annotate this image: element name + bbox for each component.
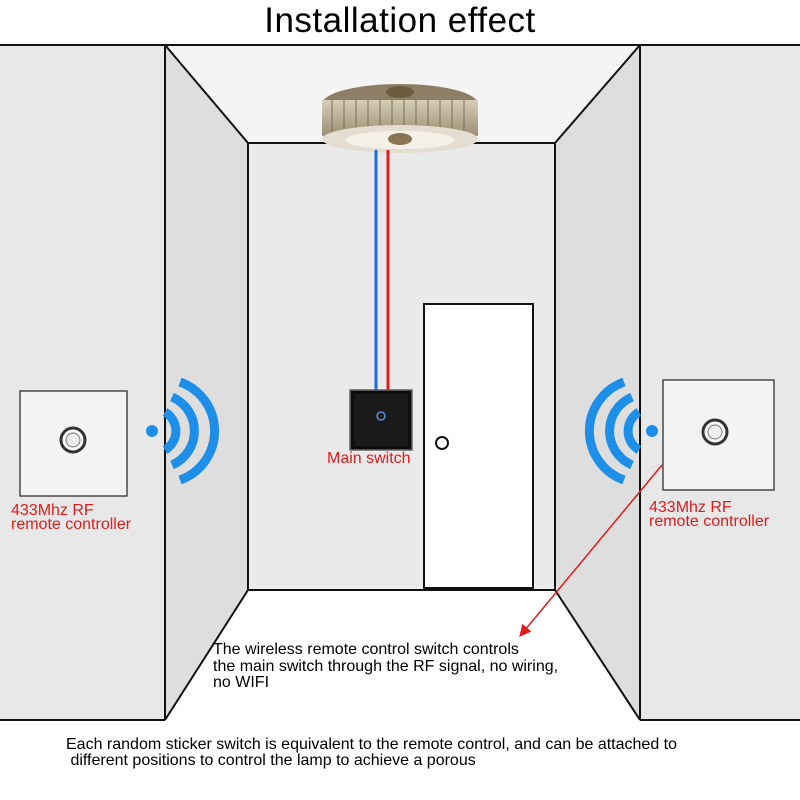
right-remote-label-line1: 433Mhz RF: [649, 499, 732, 516]
room-edges: [0, 44, 800, 721]
door-knob-icon: [435, 436, 449, 450]
left-remote-panel[interactable]: [19, 390, 128, 497]
center-note-line1: The wireless remote control switch contr…: [213, 641, 519, 658]
red-arrow: [519, 464, 663, 637]
bottom-note-line2: different positions to control the lamp …: [66, 752, 476, 769]
floor: [165, 590, 640, 720]
right-remote-label-line2: remote controller: [649, 513, 770, 530]
door: [423, 303, 534, 589]
center-note-line3: no WIFI: [213, 674, 270, 691]
left-wall: [0, 45, 165, 720]
left-remote-label-line2: remote controller: [11, 516, 132, 533]
right-remote-panel[interactable]: [662, 379, 775, 491]
main-switch-icon[interactable]: [349, 389, 413, 451]
right-side-wall: [555, 45, 640, 720]
center-note-line2: the main switch through the RF signal, n…: [213, 658, 559, 675]
left-rf-signal-icon: [146, 377, 220, 485]
ceiling-lamp-icon: [322, 84, 478, 153]
main-switch-label: Main switch: [327, 450, 411, 467]
left-side-wall: [165, 45, 248, 720]
page-title: Installation effect: [264, 1, 536, 40]
right-rf-signal-icon: [584, 377, 658, 485]
left-remote-label-line1: 433Mhz RF: [11, 502, 94, 519]
bottom-note-line1: Each random sticker switch is equivalent…: [66, 736, 677, 753]
